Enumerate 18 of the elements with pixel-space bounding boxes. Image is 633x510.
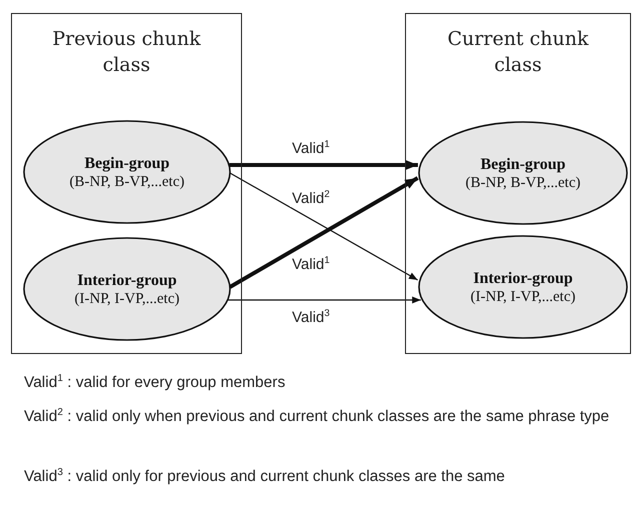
group-members: (I-NP, I-VP,...etc) xyxy=(74,290,180,308)
group-name: Interior-group xyxy=(473,268,573,288)
group-name: Interior-group xyxy=(77,270,177,290)
footnote: Valid$^{1}$ : valid for every group members xyxy=(24,372,286,393)
arrow xyxy=(229,160,418,170)
group-panel xyxy=(405,13,631,354)
footnote: Valid$^{2}$ : valid only when previous and current chunk classes are the same phrase type xyxy=(24,406,610,427)
panel-heading: Previous chunk class xyxy=(51,27,202,78)
group-name: Begin-group xyxy=(480,154,566,174)
edge-label: Valid$^{2}$ xyxy=(290,190,332,207)
group-members: (B-NP, B-VP,...etc) xyxy=(70,172,184,190)
panel-heading: Current chunk class xyxy=(446,27,590,78)
group-members: (I-NP, I-VP,...etc) xyxy=(470,288,576,306)
group-members: (B-NP, B-VP,...etc) xyxy=(466,174,580,192)
group-name: Begin-group xyxy=(84,154,170,172)
footnote: Valid$^{3}$ : valid only for previous and current chunk classes are the same xyxy=(24,466,506,487)
group-panel xyxy=(11,13,242,354)
arrow xyxy=(227,296,421,304)
